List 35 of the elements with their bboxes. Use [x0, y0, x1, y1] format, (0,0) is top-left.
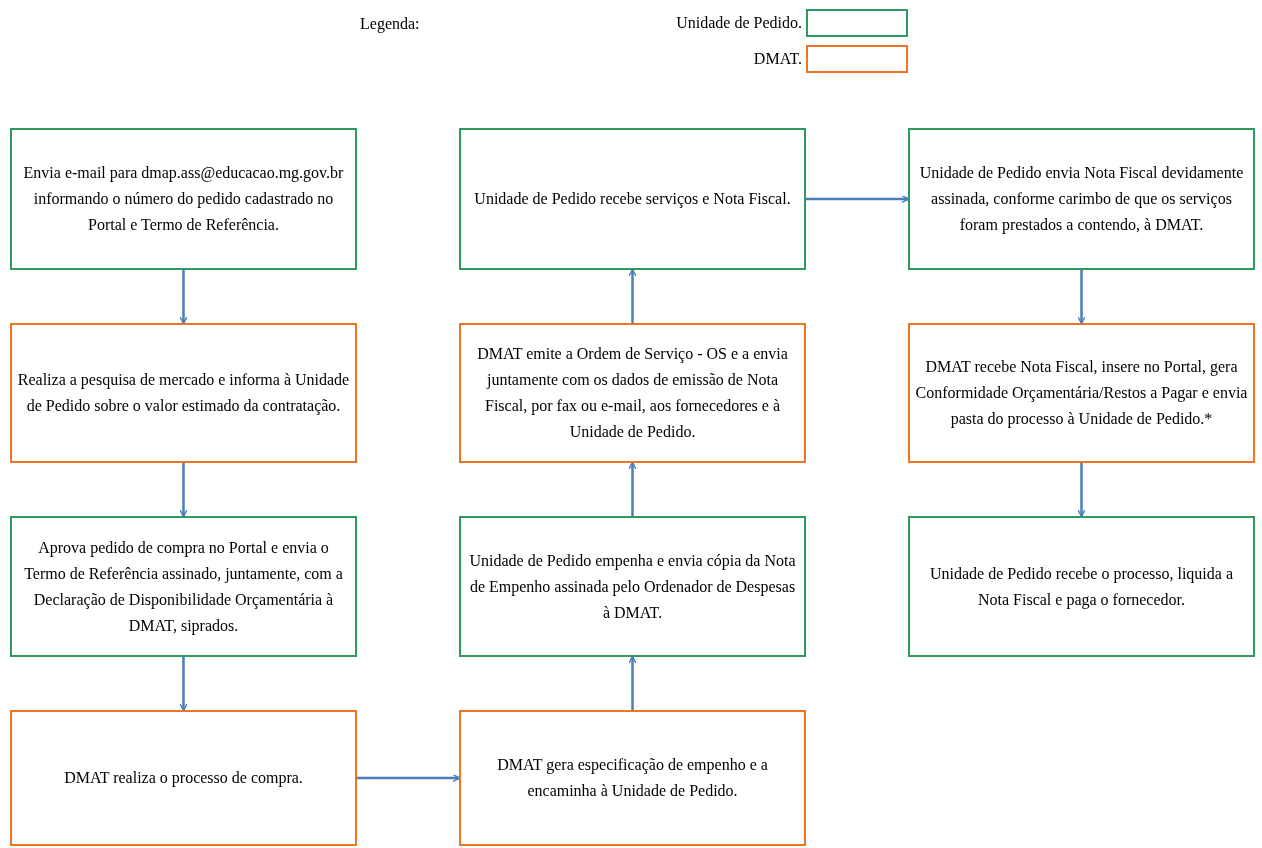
step-text: Realiza a pesquisa de mercado e informa à Unidade de Pedido sobre o valor estimado da contratação.	[16, 370, 351, 417]
arrow	[628, 268, 637, 323]
process-box	[459, 323, 806, 463]
step-text: Unidade de Pedido recebe serviços e Nota Fiscal.	[473, 189, 792, 210]
legend-label: DMAT.	[753, 50, 802, 68]
step-text: Unidade de Pedido recebe o processo, liquida a Nota Fiscal e paga o fornecedor.	[929, 563, 1234, 611]
step-text: Unidade de Pedido empenha e envia cópia da Nota de Empenho assinada pelo Ordenador de Despesas à DMAT.	[468, 550, 797, 623]
step-text: DMAT emite a Ordem de Serviço - OS e a envia juntamente com os dados de emissão de Nota Fiscal, por fax ou e-mail, aos fornecedores e à Unidade de Pedido.	[476, 344, 789, 442]
step-text: Aprova pedido de compra no Portal e envia o Termo de Referência assinado, juntamente, com a Declaração de Disponibilidade Orçamentária à DMAT, siprados.	[23, 537, 344, 637]
arrow	[179, 270, 188, 325]
process-box	[10, 323, 357, 463]
process-box	[10, 516, 357, 657]
arrow	[628, 655, 637, 710]
process-box	[10, 128, 357, 270]
arrow	[179, 463, 188, 518]
process-box	[908, 323, 1255, 463]
step-text: Unidade de Pedido envia Nota Fiscal devidamente assinada, conforme carimbo de que os serviços foram prestados a contendo, à DMAT.	[918, 163, 1245, 236]
step-text: DMAT realiza o processo de compra.	[63, 768, 304, 789]
arrow	[1077, 463, 1086, 518]
process-box	[10, 710, 357, 846]
process-box	[459, 516, 806, 657]
arrow	[357, 773, 461, 783]
step-text: Envia e-mail para dmap.ass@educacao.mg.gov.br informando o número do pedido cadastrado no Portal e Termo de Referência.	[22, 163, 345, 235]
step-text: DMAT gera especificação de empenho e a encaminha à Unidade de Pedido.	[496, 755, 769, 801]
arrow	[1077, 270, 1086, 325]
arrow	[628, 461, 637, 516]
process-box	[908, 516, 1255, 657]
step-text: DMAT recebe Nota Fiscal, insere no Portal, gera Conformidade Orçamentária/Restos a Pagar e envia pasta do processo à Unidade de Pedido.*	[914, 357, 1249, 430]
arrow	[806, 194, 910, 204]
arrow	[179, 657, 188, 712]
process-box	[908, 128, 1255, 270]
process-box	[459, 128, 806, 270]
legend-label: Unidade de Pedido.	[676, 14, 802, 32]
process-box	[459, 710, 806, 846]
legend-title: Legenda:	[360, 15, 420, 33]
